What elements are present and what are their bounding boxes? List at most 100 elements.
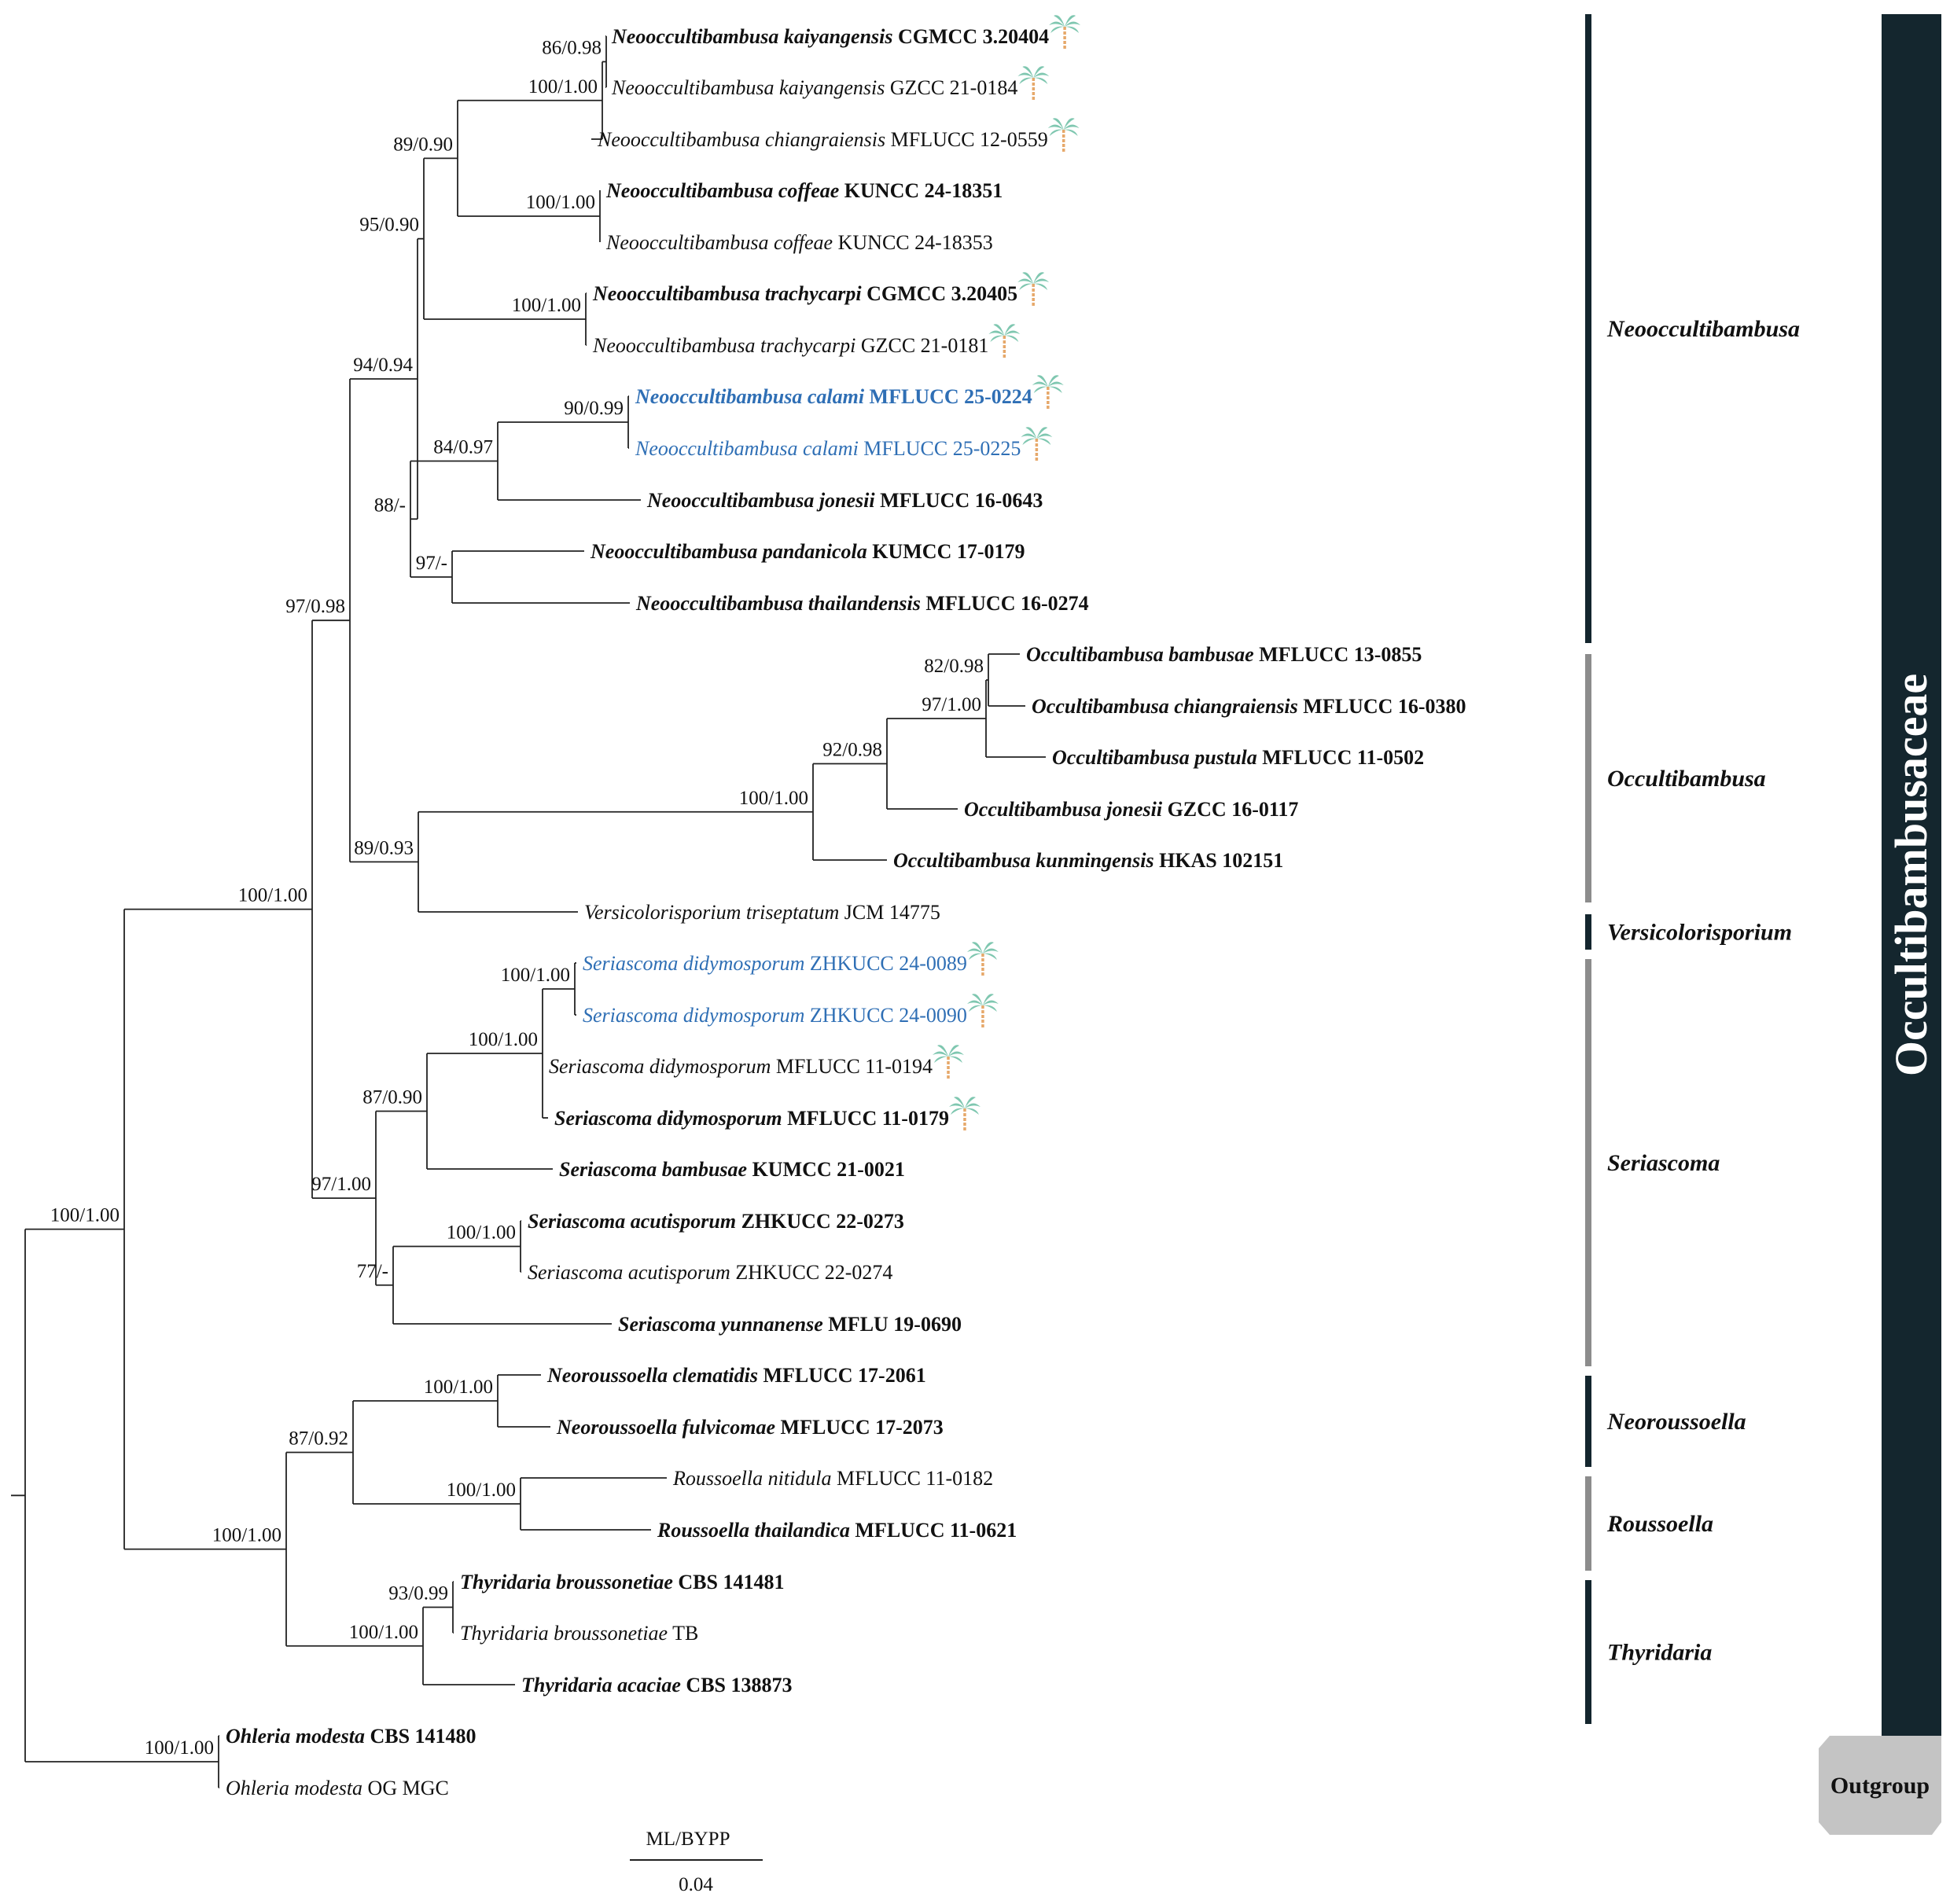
support-value: 100/1.00 (145, 1737, 214, 1759)
palm-tree-icon (1047, 118, 1080, 152)
tip-species: Neooccultibambusa coffeae (605, 231, 833, 254)
tip-label: Occultibambusa kunmingensis HKAS 102151 (893, 849, 1283, 872)
clade-bar (1585, 1376, 1591, 1467)
tip-strain: MFLUCC 11-0502 (1257, 746, 1424, 769)
support-value: 97/1.00 (311, 1174, 371, 1195)
palm-tree-icon (1032, 375, 1064, 409)
clade-label: Neooccultibambusa (1606, 316, 1800, 342)
tip-label: Occultibambusa jonesii GZCC 16-0117 (964, 798, 1298, 821)
clade-bar (1585, 14, 1591, 643)
outgroup-box: Outgroup (1819, 1736, 1941, 1835)
tip-strain: CBS 141480 (365, 1725, 476, 1748)
tip-species: Neooccultibambusa jonesii (646, 489, 875, 512)
support-value: 100/1.00 (528, 76, 598, 97)
support-value: 97/- (416, 553, 447, 574)
tip-strain: ZHKUCC 24-0089 (804, 952, 967, 975)
support-value: 100/1.00 (447, 1222, 516, 1244)
palm-tree-icon (1017, 66, 1050, 100)
support-value: 100/1.00 (50, 1205, 120, 1226)
scale-value: 0.04 (679, 1874, 713, 1895)
tip-species: Seriascoma acutisporum (528, 1210, 736, 1233)
tip-species: Ohleria modesta (226, 1777, 362, 1799)
support-value: 82/0.98 (924, 656, 984, 677)
tip-label: Neooccultibambusa jonesii MFLUCC 16-0643 (646, 489, 1043, 512)
tip-label: Neooccultibambusa kaiyangensis GZCC 21-0… (611, 76, 1017, 99)
tip-strain: KUMCC 21-0021 (747, 1158, 905, 1181)
palm-tree-icon (1017, 272, 1050, 306)
tip-strain: MFLUCC 17-2073 (775, 1416, 944, 1439)
tip-strain: GZCC 21-0184 (885, 76, 1017, 99)
palm-tree-icon (933, 1045, 964, 1079)
support-value: 92/0.98 (822, 740, 882, 761)
clade-label: Neoroussoella (1606, 1409, 1746, 1435)
tip-strain: MFLUCC 11-0182 (832, 1467, 994, 1490)
tip-label: Neoroussoella fulvicomae MFLUCC 17-2073 (556, 1416, 944, 1439)
outgroup-box-shape (1819, 1736, 1941, 1835)
tip-species: Ohleria modesta (226, 1725, 365, 1748)
support-value: 89/0.93 (354, 837, 414, 858)
tip-species: Seriascoma didymosporum (554, 1107, 782, 1130)
tip-label: Roussoella thailandica MFLUCC 11-0621 (657, 1519, 1017, 1542)
clade-label: Occultibambusa (1607, 766, 1766, 792)
tip-label: Roussoella nitidula MFLUCC 11-0182 (672, 1467, 993, 1490)
tip-label: Seriascoma didymosporum MFLUCC 11-0194 (549, 1055, 933, 1078)
tip-strain: MFLUCC 11-0621 (850, 1519, 1017, 1542)
tip-species: Seriascoma acutisporum (528, 1261, 730, 1284)
tip-label: Thyridaria broussonetiae CBS 141481 (460, 1571, 784, 1593)
tip-species: Versicolorisporium triseptatum (584, 901, 839, 924)
tip-strain: ZHKUCC 22-0274 (730, 1261, 893, 1284)
tip-label: Occultibambusa chiangraiensis MFLUCC 16-… (1032, 695, 1466, 718)
clade-bar (1585, 959, 1591, 1366)
clade-bar (1585, 1580, 1591, 1724)
clade-bars: NeooccultibambusaOccultibambusaVersicolo… (1585, 14, 1800, 1724)
clade-label: Versicolorisporium (1607, 920, 1792, 946)
tip-label: Occultibambusa pustula MFLUCC 11-0502 (1052, 746, 1424, 769)
tip-strain: OG MGC (362, 1777, 449, 1799)
family-bar: Occultibambusaceae (1882, 14, 1941, 1736)
tip-strain: KUMCC 17-0179 (867, 540, 1025, 563)
tip-label: Thyridaria broussonetiae TB (460, 1622, 698, 1645)
tip-species: Occultibambusa chiangraiensis (1032, 695, 1298, 718)
tip-strain: MFLUCC 11-0179 (782, 1107, 949, 1130)
support-value: 100/1.00 (238, 885, 307, 906)
tip-label: Seriascoma didymosporum MFLUCC 11-0179 (554, 1107, 949, 1130)
family-bar-rect (1882, 14, 1941, 1736)
tip-species: Occultibambusa pustula (1052, 746, 1257, 769)
tip-label: Thyridaria acaciae CBS 138873 (521, 1674, 793, 1696)
tip-species: Neooccultibambusa pandanicola (590, 540, 867, 563)
support-value: 100/1.00 (512, 295, 581, 316)
support-values: 100/1.00100/1.0097/0.9894/0.9495/0.9089/… (50, 38, 984, 1759)
palm-tree-icon (966, 994, 999, 1027)
tip-label: Occultibambusa bambusae MFLUCC 13-0855 (1026, 643, 1422, 666)
tip-label: Neooccultibambusa calami MFLUCC 25-0224 (635, 385, 1032, 408)
tip-strain: KUNCC 24-18351 (839, 179, 1003, 202)
tip-species: Roussoella nitidula (672, 1467, 832, 1490)
clade-bar (1585, 1476, 1591, 1571)
tip-species: Seriascoma didymosporum (549, 1055, 771, 1078)
tip-species: Thyridaria broussonetiae (460, 1571, 673, 1593)
support-value: 84/0.97 (433, 437, 493, 458)
support-value: 87/0.90 (362, 1087, 422, 1108)
scale-caption: ML/BYPP (646, 1829, 730, 1850)
tip-species: Seriascoma bambusae (559, 1158, 747, 1181)
tip-label: Seriascoma didymosporum ZHKUCC 24-0090 (583, 1004, 967, 1027)
tip-label: Ohleria modesta CBS 141480 (226, 1725, 476, 1748)
tip-species: Neooccultibambusa calami (635, 437, 859, 460)
tip-species: Roussoella thailandica (657, 1519, 850, 1542)
palm-tree-icon (948, 1097, 981, 1130)
tip-species: Thyridaria broussonetiae (460, 1622, 668, 1645)
support-value: 86/0.98 (542, 38, 602, 59)
tip-strain: MFLU 19-0690 (823, 1313, 962, 1336)
tip-label: Neoroussoella clematidis MFLUCC 17-2061 (546, 1364, 926, 1387)
support-value: 100/1.00 (739, 788, 808, 809)
tip-strain: KUNCC 24-18353 (833, 231, 993, 254)
tip-strain: MFLUCC 16-0643 (875, 489, 1043, 512)
tip-strain: HKAS 102151 (1154, 849, 1284, 872)
support-value: 100/1.00 (447, 1479, 516, 1501)
tip-strain: CBS 141481 (673, 1571, 785, 1593)
tip-strain: GZCC 21-0181 (855, 334, 988, 357)
tip-species: Neooccultibambusa trachycarpi (592, 334, 855, 357)
tip-strain: ZHKUCC 22-0273 (736, 1210, 904, 1233)
support-value: 100/1.00 (469, 1029, 538, 1050)
